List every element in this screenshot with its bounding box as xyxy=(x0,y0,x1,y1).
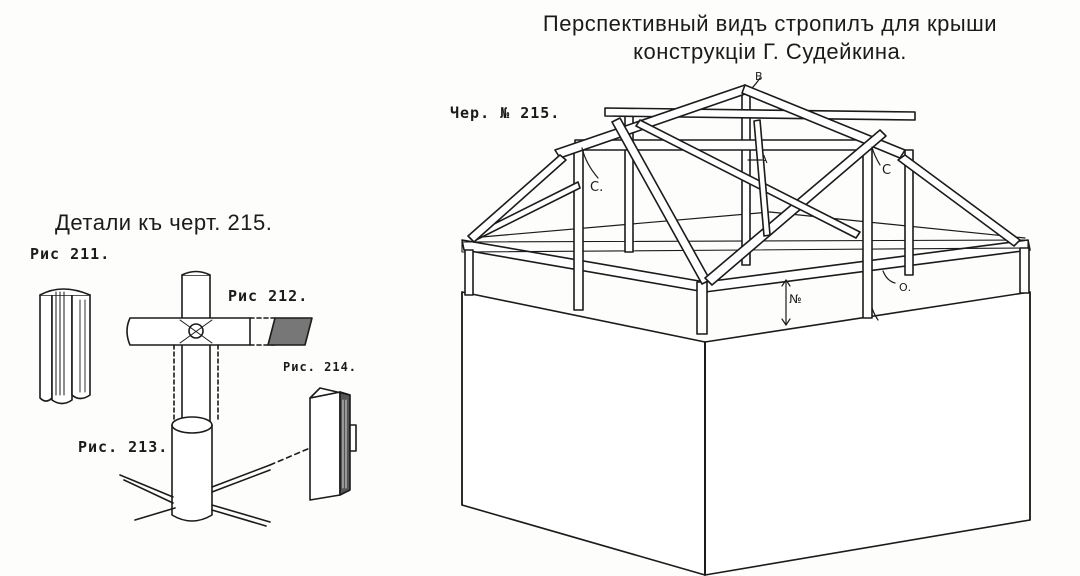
fig-214-block xyxy=(309,387,357,501)
rafters xyxy=(467,84,1021,286)
dimension-arrows xyxy=(581,77,896,326)
fig-213-round-post xyxy=(119,416,311,527)
roof-posts xyxy=(464,89,1030,335)
fig-214-label: Рис. 214. xyxy=(283,360,358,374)
building-box xyxy=(461,291,1031,576)
fig-211-label: Рис 211. xyxy=(30,245,111,263)
letter-c-right-label: С xyxy=(882,163,892,178)
letter-n-label: № xyxy=(789,292,802,306)
fig-211-post xyxy=(39,288,91,405)
details-title: Детали къ черт. 215. xyxy=(55,210,273,235)
letter-o-label: О. xyxy=(899,281,912,294)
fig-212-cross-joint xyxy=(126,270,313,427)
fig-213-label: Рис. 213. xyxy=(78,438,169,456)
drawing-number-label: Чер. № 215. xyxy=(450,104,561,122)
title-line-2: конструкціи Г. Судейкина. xyxy=(633,39,907,64)
page-title: Перспективный видъ стропилъ для крыши ко… xyxy=(470,10,1070,66)
letter-c-left-label: С. xyxy=(590,180,604,195)
title-line-1: Перспективный видъ стропилъ для крыши xyxy=(542,11,998,36)
letter-b-label: В xyxy=(755,70,763,83)
fig-212-label: Рис 212. xyxy=(228,287,309,305)
